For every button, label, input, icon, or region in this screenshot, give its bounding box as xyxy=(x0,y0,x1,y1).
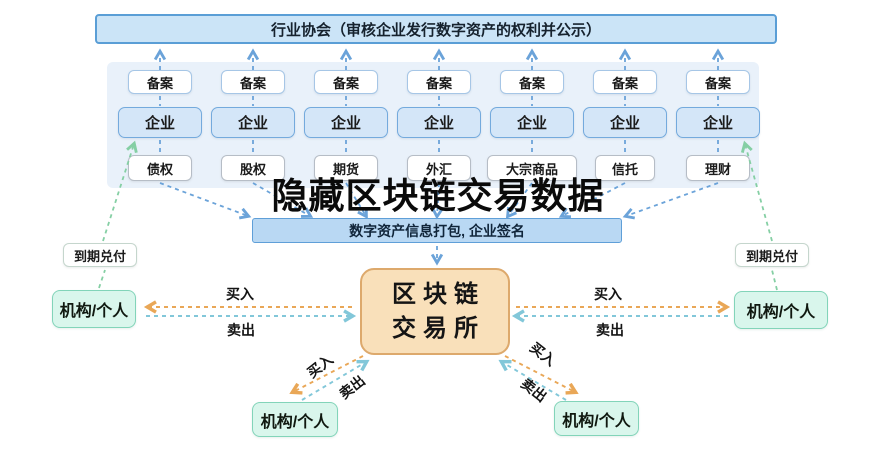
redeem-box-right: 到期兑付 xyxy=(735,243,809,267)
product-box-wealth: 理财 xyxy=(686,155,750,181)
buy-label-left: 买入 xyxy=(226,286,254,302)
exchange-line2: 交易所 xyxy=(392,314,485,342)
filing-box-7: 备案 xyxy=(686,70,750,94)
product-box-futures: 期货 xyxy=(314,155,378,181)
sell-label-right: 卖出 xyxy=(596,322,624,338)
entity-box-bottom-left: 机构/个人 xyxy=(252,402,338,437)
product-box-commodities: 大宗商品 xyxy=(487,155,577,181)
filing-box-5: 备案 xyxy=(500,70,564,94)
filing-box-6: 备案 xyxy=(593,70,657,94)
filing-box-3: 备案 xyxy=(314,70,378,94)
blue-arrows xyxy=(153,48,725,266)
company-box-6: 企业 xyxy=(583,107,667,138)
company-box-3: 企业 xyxy=(304,107,388,138)
blockchain-exchange-box: 区块链 交易所 xyxy=(360,268,510,355)
sell-label-left: 卖出 xyxy=(227,322,255,338)
filing-box-4: 备案 xyxy=(407,70,471,94)
entity-box-bottom-right: 机构/个人 xyxy=(554,401,639,436)
filing-box-2: 备案 xyxy=(221,70,285,94)
company-box-7: 企业 xyxy=(676,107,760,138)
product-box-bonds: 债权 xyxy=(128,155,192,181)
company-box-4: 企业 xyxy=(397,107,481,138)
redeem-box-left: 到期兑付 xyxy=(63,243,137,267)
industry-association-banner: 行业协会（审核企业发行数字资产的权利并公示） xyxy=(95,14,777,44)
company-box-1: 企业 xyxy=(118,107,202,138)
redeem-arrows xyxy=(98,140,778,291)
entity-box-left: 机构/个人 xyxy=(52,290,136,328)
company-box-2: 企业 xyxy=(211,107,295,138)
overlay-title: 隐藏区块链交易数据 xyxy=(271,175,605,216)
buy-arrows xyxy=(143,300,731,395)
filing-box-1: 备案 xyxy=(128,70,192,94)
product-box-forex: 外汇 xyxy=(407,155,471,181)
buy-label-right: 买入 xyxy=(594,286,622,302)
asset-packaging-box: 数字资产信息打包, 企业签名 xyxy=(252,218,622,243)
exchange-line1: 区块链 xyxy=(392,280,485,308)
entity-box-right: 机构/个人 xyxy=(734,291,828,329)
company-box-5: 企业 xyxy=(490,107,574,138)
sell-arrows xyxy=(146,309,728,401)
product-box-equity: 股权 xyxy=(221,155,285,181)
product-box-trust: 信托 xyxy=(595,155,655,181)
